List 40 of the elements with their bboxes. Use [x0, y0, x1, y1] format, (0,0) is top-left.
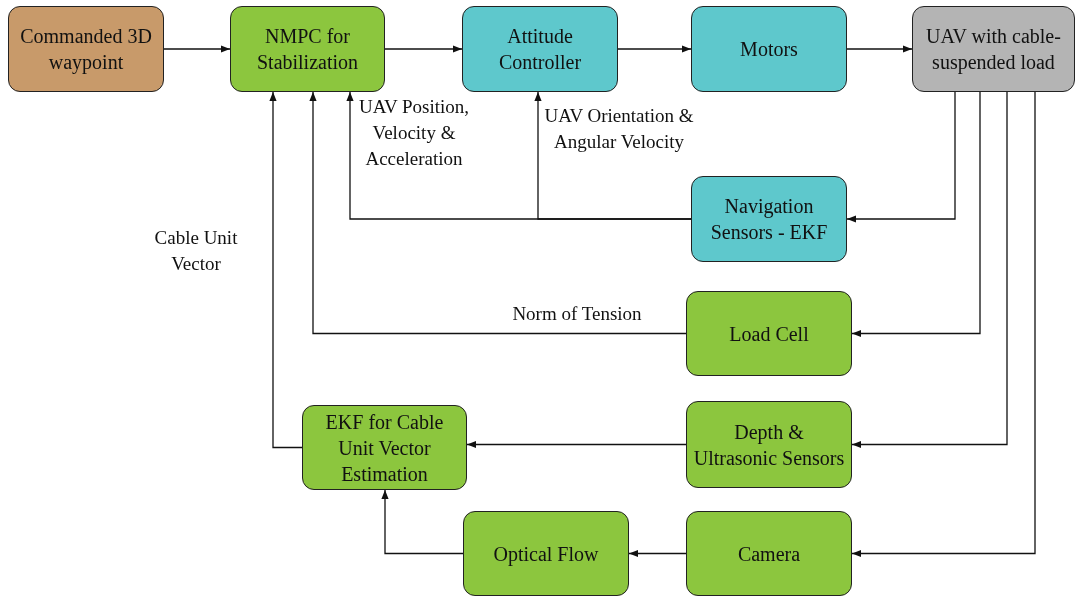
- arrow: [851, 91, 1036, 558]
- process-box: [686, 401, 852, 488]
- edge-label: UAV Position, Velocity & Acceleration: [357, 95, 471, 172]
- edge-label: Norm of Tension: [511, 302, 643, 326]
- edge-label: UAV Orientation & Angular Velocity: [543, 104, 695, 155]
- arrow: [846, 91, 956, 223]
- box-label: Attitude Controller: [497, 24, 583, 75]
- process-box: [686, 511, 852, 596]
- arrow: [846, 45, 913, 53]
- process-box: [691, 6, 847, 92]
- process-box: [230, 6, 385, 92]
- arrow: [851, 91, 1008, 449]
- arrow: [269, 91, 303, 449]
- process-box: [463, 511, 629, 596]
- arrow: [309, 91, 687, 335]
- box-label: Navigation Sensors - EKF: [709, 194, 829, 245]
- box-label: Commanded 3D waypoint: [19, 24, 153, 75]
- box-label: Optical Flow: [493, 541, 599, 567]
- process-box: [8, 6, 164, 92]
- box-label: Load Cell: [729, 321, 809, 347]
- arrow: [384, 45, 463, 53]
- arrow: [628, 549, 687, 558]
- process-box: [302, 405, 467, 490]
- edge-label: Cable Unit Vector: [153, 226, 239, 277]
- arrow: [381, 489, 464, 555]
- box-label: Camera: [737, 541, 801, 567]
- box-label: Motors: [740, 37, 798, 62]
- box-label: NMPC for Stabilization: [255, 24, 360, 75]
- box-label: EKF for Cable Unit Vector Estimation: [324, 409, 445, 487]
- process-box: [691, 176, 847, 262]
- box-label: UAV with cable-suspended load: [925, 24, 1062, 75]
- box-label: Depth & Ultrasonic Sensors: [693, 419, 845, 471]
- arrow: [466, 440, 687, 449]
- arrow: [534, 91, 692, 220]
- process-box: [462, 6, 618, 92]
- arrow: [851, 91, 981, 338]
- process-box: [912, 6, 1075, 92]
- process-box: [686, 291, 852, 376]
- arrow: [617, 45, 692, 53]
- arrow: [163, 45, 231, 53]
